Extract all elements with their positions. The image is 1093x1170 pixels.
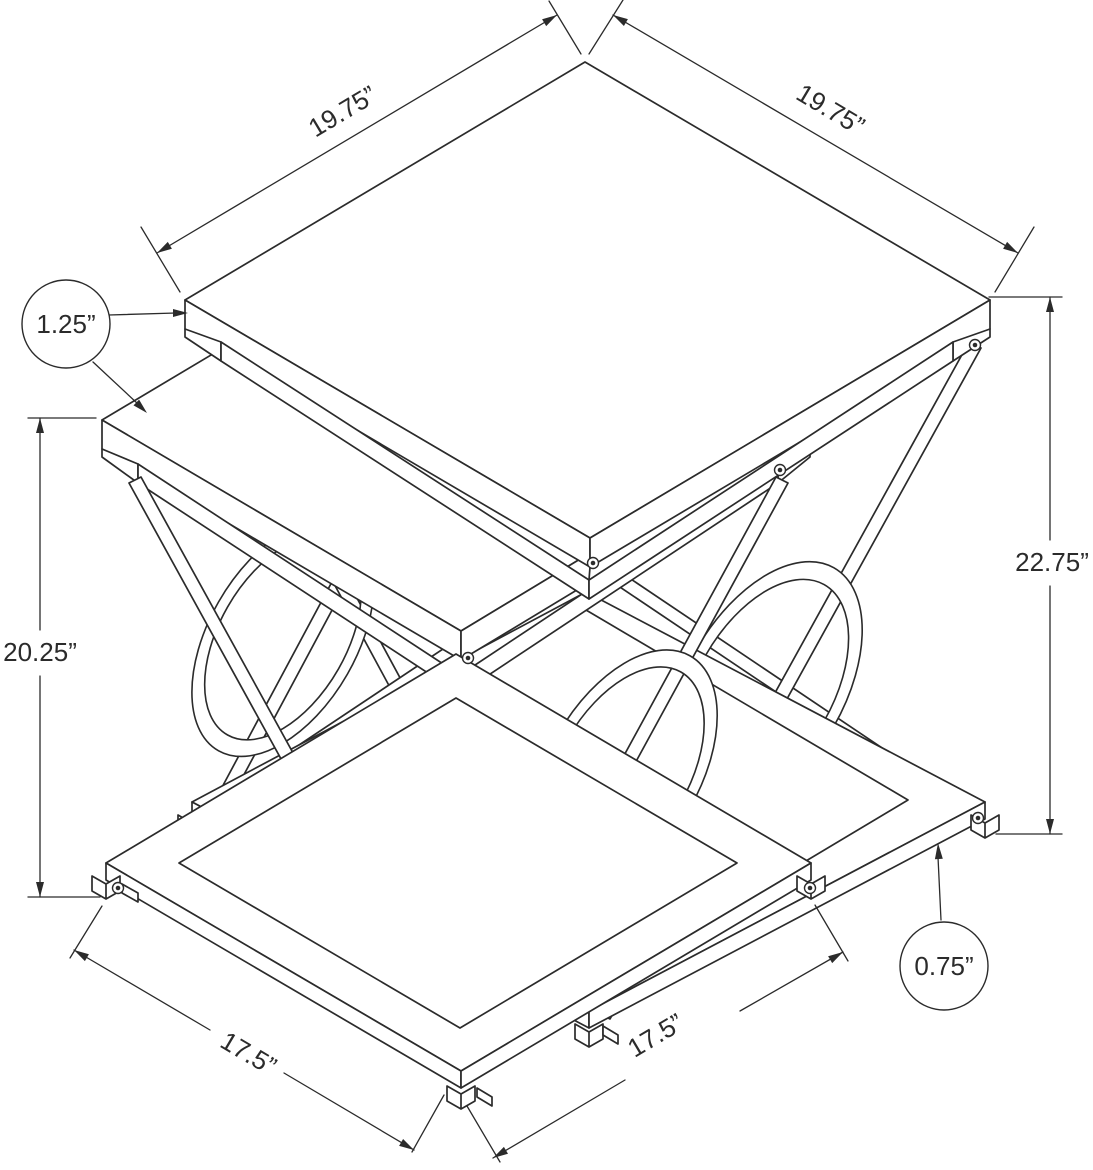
leader-line <box>937 856 942 921</box>
leader-line <box>92 361 139 405</box>
witness-line <box>994 226 1035 293</box>
dim-large-height-label: 22.75” <box>1015 547 1089 577</box>
apron-right <box>588 341 954 600</box>
foot-pad <box>602 1025 619 1045</box>
shelf-edge-right <box>460 862 812 1089</box>
arrowhead <box>36 418 44 433</box>
arrowhead <box>1046 297 1054 312</box>
bolt <box>971 811 985 825</box>
witness-line <box>466 1105 501 1163</box>
witness-line <box>140 226 181 293</box>
dim-shelf-left-label: 17.5” <box>215 1025 281 1081</box>
dimension-line <box>492 951 844 1159</box>
bolt <box>968 338 982 352</box>
large-table-top <box>184 61 991 600</box>
dim-large-table-height: 22.75” <box>988 296 1089 835</box>
dimension-line <box>612 14 1019 254</box>
witness-line <box>69 905 103 959</box>
arrowhead <box>1003 241 1018 253</box>
witness-line <box>548 0 582 55</box>
dim-shelf-right-label: 17.5” <box>622 1007 688 1063</box>
bolt <box>461 651 475 665</box>
arrowhead <box>828 952 843 964</box>
arrowhead <box>493 1146 508 1158</box>
bolt <box>773 463 787 477</box>
foot-pad <box>476 1087 493 1107</box>
dim-small-table-height: 20.25” <box>3 417 101 898</box>
foot <box>91 875 121 900</box>
arrowhead <box>542 15 557 27</box>
small-table-shelf <box>91 653 826 1110</box>
dim-thickness-label: 1.25” <box>36 309 95 339</box>
arrowhead <box>1046 819 1054 834</box>
foot <box>574 1023 604 1048</box>
leader-line <box>108 312 177 316</box>
arrowhead <box>157 241 172 253</box>
dimension-line <box>156 14 558 254</box>
arrowhead <box>173 309 188 317</box>
dim-small-height-label: 20.25” <box>3 637 77 667</box>
bolt <box>111 881 125 895</box>
arrowhead <box>74 950 89 962</box>
dimension-line <box>73 949 415 1151</box>
arrowhead <box>36 882 44 897</box>
witness-line <box>588 0 624 55</box>
arrowhead <box>399 1139 414 1150</box>
shelf-edge-right <box>588 801 986 1029</box>
bolt <box>586 556 600 570</box>
bolts <box>111 338 985 895</box>
dim-shelf-thickness-label: 0.75” <box>914 951 973 981</box>
dim-shelf-thickness: 0.75” <box>899 843 989 1011</box>
dim-tabletop-thickness: 1.25” <box>21 279 188 413</box>
arrowhead <box>613 15 628 26</box>
shelf-opening <box>178 697 738 1029</box>
dim-top-right-label: 19.75” <box>791 78 870 142</box>
foot <box>446 1085 476 1110</box>
arrowhead <box>934 843 943 860</box>
bolt <box>803 881 817 895</box>
arrowhead <box>133 399 147 413</box>
witness-line <box>411 1094 445 1153</box>
callout-bubble <box>21 279 111 369</box>
callout-bubble <box>899 921 989 1011</box>
apron-joint <box>588 566 591 581</box>
dim-top-left-label: 19.75” <box>303 80 382 144</box>
